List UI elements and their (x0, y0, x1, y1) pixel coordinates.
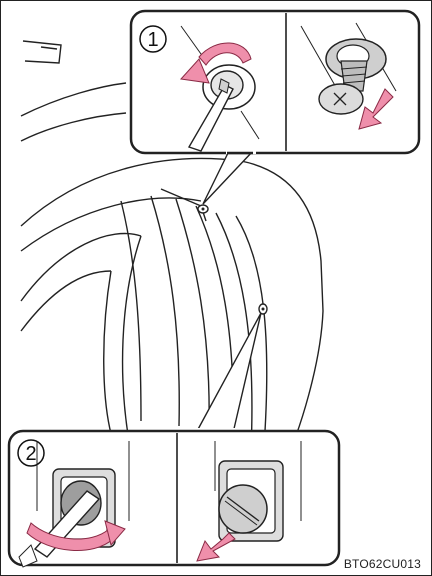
step-2-number: 2 (25, 443, 36, 465)
body-line-upper (21, 83, 126, 116)
clip-marker-upper (198, 205, 208, 213)
bumper-mark (23, 41, 61, 63)
liner-curve-3 (151, 196, 179, 426)
body-line-lower (21, 113, 126, 141)
wheel-arch-outer (21, 159, 323, 471)
clip-marker-lower (259, 304, 267, 314)
callout-step-1: 1 (131, 11, 419, 204)
screw-head-removed (319, 84, 363, 114)
callout-step-2: 2 (9, 313, 339, 567)
callout-1-box (131, 11, 419, 153)
liner-curve-1 (21, 198, 201, 251)
tire-top (21, 234, 141, 301)
step-1-number: 1 (147, 29, 158, 51)
figure-code: BTO62CU013 (344, 557, 421, 571)
tire-side (104, 271, 113, 441)
